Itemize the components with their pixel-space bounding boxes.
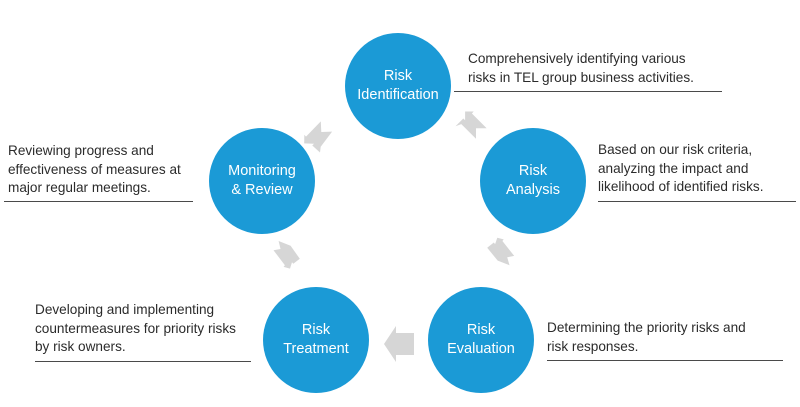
underline-monitoring-review — [4, 201, 193, 202]
underline-risk-identification — [454, 91, 722, 92]
step-title-line: Evaluation — [447, 341, 515, 357]
description-line: effectiveness of measures at — [8, 161, 181, 177]
step-title-line: Monitoring — [228, 163, 296, 179]
step-monitoring-review: Monitoring & Review — [209, 128, 315, 234]
arrow-evaluation-to-treatment — [384, 326, 414, 362]
step-title-line: & Review — [231, 182, 293, 198]
step-risk-identification: Risk Identification — [345, 33, 451, 139]
underline-risk-evaluation — [547, 360, 783, 361]
description-line: Developing and implementing — [35, 302, 215, 317]
description-line: Based on our risk criteria, — [598, 142, 753, 157]
description-line: by risk owners. — [35, 339, 126, 354]
description-line: major regular meetings. — [8, 180, 151, 195]
description-risk-identification: Comprehensively identifying various risk… — [468, 50, 694, 87]
step-title-line: Risk — [466, 322, 496, 338]
step-title-line: Analysis — [506, 182, 560, 198]
step-title-line: Risk — [518, 163, 548, 179]
arrow-monitoring-to-identification — [304, 121, 333, 153]
description-risk-evaluation: Determining the priority risks and risk … — [547, 319, 746, 356]
underline-risk-treatment — [35, 361, 251, 362]
step-risk-evaluation: Risk Evaluation — [428, 287, 534, 393]
description-line: Reviewing progress and — [8, 143, 154, 158]
description-line: risk responses. — [547, 338, 639, 354]
description-monitoring-review: Reviewing progress and effectiveness of … — [8, 142, 181, 198]
step-title-line: Risk — [301, 322, 331, 338]
description-risk-analysis: Based on our risk criteria, analyzing th… — [598, 141, 763, 197]
description-risk-treatment: Developing and implementing countermeasu… — [35, 301, 236, 357]
arrow-treatment-to-monitoring — [273, 241, 300, 269]
description-line: Comprehensively identifying various — [468, 51, 686, 66]
step-title-line: Treatment — [283, 341, 349, 357]
arrow-analysis-to-evaluation — [487, 237, 515, 266]
description-line: likelihood of identified risks. — [598, 179, 764, 194]
underline-risk-analysis — [598, 201, 796, 202]
description-line: analyzing the impact and — [598, 160, 749, 176]
step-title-line: Risk — [383, 68, 413, 84]
step-risk-analysis: Risk Analysis — [480, 128, 586, 234]
description-line: risks in TEL group business activities. — [468, 69, 694, 85]
step-title-line: Identification — [357, 87, 439, 103]
step-risk-treatment: Risk Treatment — [263, 287, 369, 393]
description-line: Determining the priority risks and — [547, 320, 746, 335]
description-line: countermeasures for priority risks — [35, 320, 236, 336]
arrow-identification-to-analysis — [455, 111, 487, 139]
